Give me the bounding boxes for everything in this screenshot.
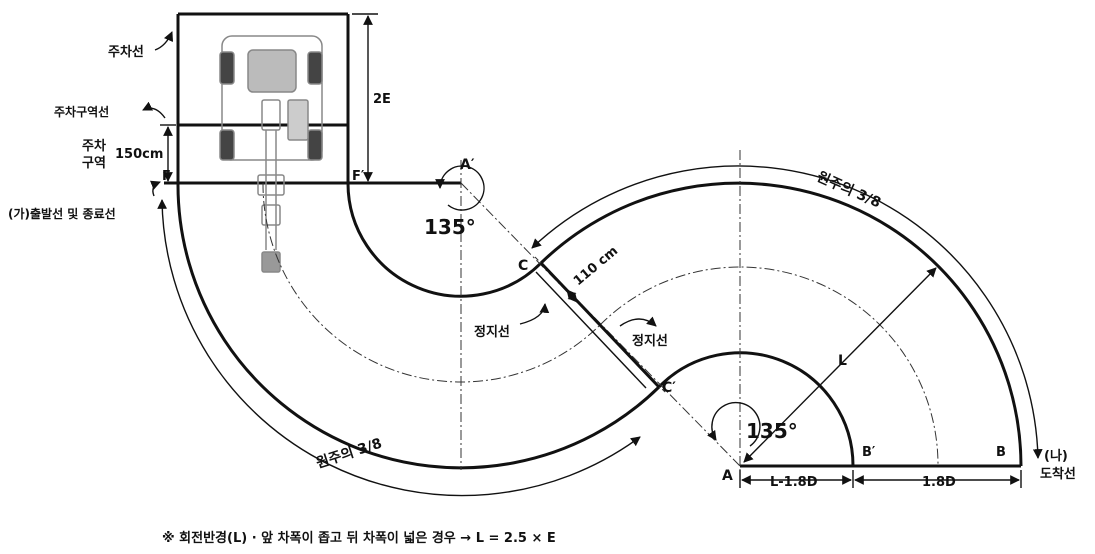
angle-top-arrow xyxy=(435,165,485,211)
parking-box xyxy=(164,12,461,185)
parking-zone-label-2: 구역 xyxy=(82,155,106,171)
dim-l-18d: L-1.8D xyxy=(770,475,818,490)
dim-2e xyxy=(352,13,378,184)
angle-top: 135° xyxy=(424,215,476,239)
arc-top-dim xyxy=(531,165,1043,459)
point-c-prime: C′ xyxy=(662,380,676,396)
arrival-label-2: 도착선 xyxy=(1040,466,1076,482)
parking-zone-line-label: 주차구역선 xyxy=(54,104,109,119)
curve-one-centerline xyxy=(262,182,601,383)
dim-150 xyxy=(160,124,176,182)
parking-zone-line-arrow xyxy=(142,101,166,119)
point-b-prime: B′ xyxy=(862,445,876,460)
dim-150-label: 150cm xyxy=(115,147,163,162)
dim-18d: 1.8D xyxy=(922,475,956,490)
curve-two xyxy=(531,150,1043,470)
angle-bottom: 135° xyxy=(746,419,798,443)
parking-line-label: 주차선 xyxy=(108,44,144,60)
angle-bottom-arrow xyxy=(707,401,761,447)
dim-bottom xyxy=(739,470,1022,488)
dim-110-label: 110 cm xyxy=(571,244,621,290)
arc-bottom-dim xyxy=(157,199,641,497)
stop-line-b xyxy=(535,271,647,389)
stop-line-label-1: 정지선 xyxy=(474,324,510,340)
point-a: A xyxy=(722,468,733,484)
dim-2e-label: 2E xyxy=(373,92,391,107)
point-f: F xyxy=(162,169,171,184)
stop-line-a xyxy=(539,261,661,389)
point-b: B xyxy=(996,445,1006,460)
radius-l-line xyxy=(743,267,937,463)
footnote: ※ 회전반경(L) · 앞 차폭이 좁고 뒤 차폭이 넓은 경우 → L = 2… xyxy=(162,530,556,546)
radius-l-label: L xyxy=(838,353,847,369)
curve-one-inner xyxy=(346,182,543,298)
stop-zone xyxy=(535,261,661,389)
point-f-prime: F′ xyxy=(352,169,365,184)
stop-line-arrow-1 xyxy=(519,303,550,325)
arrival-label-1: (나) xyxy=(1044,448,1068,464)
dim-110-arrow xyxy=(566,289,578,303)
vehicle-icon xyxy=(219,35,323,273)
stop-line-arrow-2 xyxy=(619,316,657,327)
parking-zone-label-1: 주차 xyxy=(82,138,106,154)
point-a-prime: A′ xyxy=(460,157,475,173)
stop-line-label-2: 정지선 xyxy=(632,333,668,349)
point-c: C xyxy=(518,258,528,274)
parking-line-arrow xyxy=(154,31,174,51)
start-end-line-arrow xyxy=(149,180,161,197)
start-end-line-label: (가)출발선 및 종료선 xyxy=(8,206,116,221)
arc-bottom-label: 원주의 3/8 xyxy=(314,435,384,472)
